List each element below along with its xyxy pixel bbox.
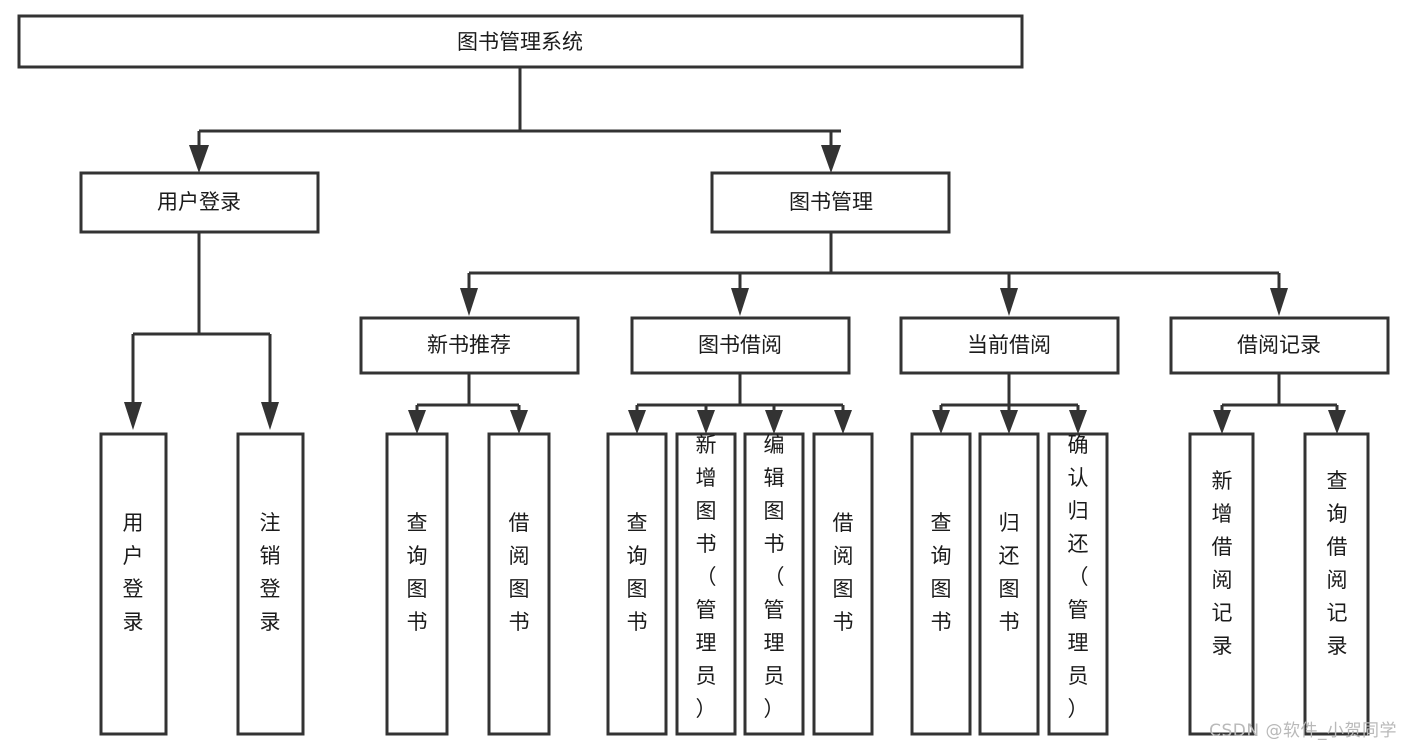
- node-book-management-box[interactable]: [710, 171, 951, 234]
- arrowhead-currentborrow-leaf-0: [932, 410, 950, 434]
- leaf-edit-book-admin[interactable]: 编辑图书（管理员）: [743, 432, 805, 736]
- node-current-borrow-label: 当前借阅: [967, 333, 1051, 357]
- leaf-query-book-newbook[interactable]: 查询图书: [385, 432, 449, 736]
- leaf-edit-book-admin-label: 编辑图书（管理员）: [764, 433, 785, 721]
- leaf-return-book-label: 归还图书: [999, 511, 1020, 634]
- leaf-add-book-admin-label: 新增图书（管理员）: [696, 433, 717, 721]
- node-book-borrow-label: 图书借阅: [698, 333, 782, 357]
- node-user-login-box[interactable]: [79, 171, 320, 234]
- leaf-confirm-return-admin-box[interactable]: [1047, 432, 1109, 736]
- leaf-add-book-admin-box[interactable]: [675, 432, 737, 736]
- leaf-borrow-book-newbook[interactable]: 借阅图书: [487, 432, 551, 736]
- node-book-management[interactable]: 图书管理: [710, 171, 951, 234]
- leaf-user-login[interactable]: 用户登录: [99, 432, 168, 736]
- leaf-query-book-borrow-box[interactable]: [606, 432, 668, 736]
- leaf-logout-label: 注销登录: [260, 511, 281, 634]
- node-new-book-recommend[interactable]: 新书推荐: [359, 316, 580, 375]
- leaf-add-book-admin[interactable]: 新增图书（管理员）: [675, 432, 737, 736]
- arrowhead-bookborrow-leaf-3: [834, 410, 852, 434]
- leaf-confirm-return-admin[interactable]: 确认归还（管理员）: [1047, 432, 1109, 736]
- leaf-logout-box[interactable]: [236, 432, 305, 736]
- arrowhead-newbook-leaf-0: [408, 410, 426, 434]
- leaf-return-book[interactable]: 归还图书: [978, 432, 1040, 736]
- node-borrow-record-box[interactable]: [1169, 316, 1390, 375]
- node-current-borrow-box[interactable]: [899, 316, 1120, 375]
- leaf-query-book-newbook-box[interactable]: [385, 432, 449, 736]
- arrowhead-borrowrecord-leaf-1: [1328, 410, 1346, 434]
- leaf-edit-book-admin-box[interactable]: [743, 432, 805, 736]
- leaf-borrow-book-newbook-label: 借阅图书: [509, 511, 530, 634]
- leaf-borrow-book-borrow-box[interactable]: [812, 432, 874, 736]
- node-book-borrow-box[interactable]: [630, 316, 851, 375]
- arrowhead-bookborrow-leaf-2: [765, 410, 783, 434]
- leaf-user-login-box[interactable]: [99, 432, 168, 736]
- leaf-return-book-box[interactable]: [978, 432, 1040, 736]
- connector-group: [124, 67, 1346, 434]
- arrowhead-currentborrow-leaf-1: [1000, 410, 1018, 434]
- leaf-logout[interactable]: 注销登录: [236, 432, 305, 736]
- leaf-borrow-book-newbook-box[interactable]: [487, 432, 551, 736]
- leaf-add-borrow-record-label: 新增借阅记录: [1212, 469, 1233, 658]
- arrowhead-current-borrow: [1000, 288, 1018, 316]
- arrowhead-borrowrecord-leaf-0: [1213, 410, 1231, 434]
- node-root-label: 图书管理系统: [457, 30, 583, 54]
- node-current-borrow[interactable]: 当前借阅: [899, 316, 1120, 375]
- leaf-query-book-current[interactable]: 查询图书: [910, 432, 972, 736]
- arrowhead-bookborrow-leaf-1: [697, 410, 715, 434]
- node-user-login[interactable]: 用户登录: [79, 171, 320, 234]
- node-book-management-label: 图书管理: [789, 190, 873, 214]
- node-user-login-label: 用户登录: [157, 190, 241, 214]
- node-new-book-recommend-box[interactable]: [359, 316, 580, 375]
- arrowhead-newbook-leaf-1: [510, 410, 528, 434]
- arrowhead-leaf-user-login: [124, 402, 142, 430]
- arrowhead-currentborrow-leaf-2: [1069, 410, 1087, 434]
- arrowhead-new-book-rec: [460, 288, 478, 316]
- leaf-confirm-return-admin-label: 确认归还（管理员）: [1068, 433, 1089, 721]
- arrowhead-book-borrow: [731, 288, 749, 316]
- leaf-borrow-book-borrow[interactable]: 借阅图书: [812, 432, 874, 736]
- node-book-borrow[interactable]: 图书借阅: [630, 316, 851, 375]
- leaf-query-book-current-label: 查询图书: [931, 511, 952, 634]
- node-root-box[interactable]: [17, 14, 1024, 69]
- arrowhead-root-to-book-mgmt: [821, 145, 841, 173]
- node-new-book-recommend-label: 新书推荐: [427, 333, 511, 357]
- arrowhead-root-to-user-login: [189, 145, 209, 173]
- node-borrow-record[interactable]: 借阅记录: [1169, 316, 1390, 375]
- leaf-borrow-book-borrow-label: 借阅图书: [833, 511, 854, 634]
- arrowhead-borrow-record: [1270, 288, 1288, 316]
- leaf-query-borrow-record-label: 查询借阅记录: [1327, 469, 1348, 658]
- leaf-add-borrow-record-box[interactable]: [1188, 432, 1255, 736]
- leaf-query-book-current-box[interactable]: [910, 432, 972, 736]
- node-root[interactable]: 图书管理系统: [17, 14, 1024, 69]
- leaf-query-borrow-record[interactable]: 查询借阅记录: [1303, 432, 1370, 736]
- leaf-query-book-newbook-label: 查询图书: [407, 511, 428, 634]
- leaf-query-borrow-record-box[interactable]: [1303, 432, 1370, 736]
- node-borrow-record-label: 借阅记录: [1237, 333, 1321, 357]
- leaf-query-book-borrow[interactable]: 查询图书: [606, 432, 668, 736]
- arrowhead-leaf-logout: [261, 402, 279, 430]
- leaf-user-login-label: 用户登录: [123, 511, 144, 634]
- arrowhead-bookborrow-leaf-0: [628, 410, 646, 434]
- leaf-query-book-borrow-label: 查询图书: [627, 511, 648, 634]
- leaf-add-borrow-record[interactable]: 新增借阅记录: [1188, 432, 1255, 736]
